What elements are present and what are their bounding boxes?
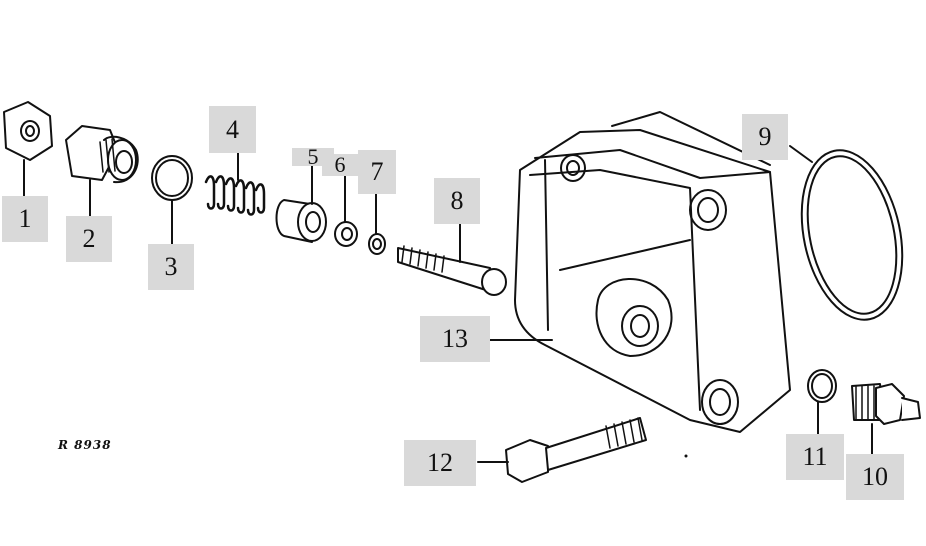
o-ring-fitting-part: [807, 369, 837, 435]
callout-11: 11: [786, 434, 844, 480]
callout-1: 1: [2, 196, 48, 242]
figure-reference: R 8938: [58, 438, 112, 452]
hex-nut-part: [3, 101, 53, 197]
callout-13: 13: [420, 316, 490, 362]
spring-part: [204, 151, 266, 216]
callout-9: 9: [742, 114, 788, 160]
callout-12: 12: [404, 440, 476, 486]
housing-body-part: [489, 111, 791, 433]
callout-6: 6: [322, 152, 358, 177]
union-fitting-part: [851, 383, 921, 455]
washer-part: [334, 175, 358, 247]
small-ring-part: [368, 193, 386, 255]
callout-7: 7: [358, 150, 396, 194]
callout-4: 4: [209, 106, 256, 153]
callout-10: 10: [846, 454, 904, 500]
valve-pin-part: [397, 223, 507, 296]
o-ring-large-part: [789, 145, 904, 321]
bolt-part: [477, 417, 647, 483]
callout-2: 2: [66, 216, 112, 262]
threaded-fitting-part: [65, 125, 139, 217]
piston-part: [275, 165, 327, 243]
callout-8: 8: [434, 178, 480, 224]
callout-3: 3: [148, 244, 194, 290]
o-ring-small-part: [151, 155, 193, 245]
